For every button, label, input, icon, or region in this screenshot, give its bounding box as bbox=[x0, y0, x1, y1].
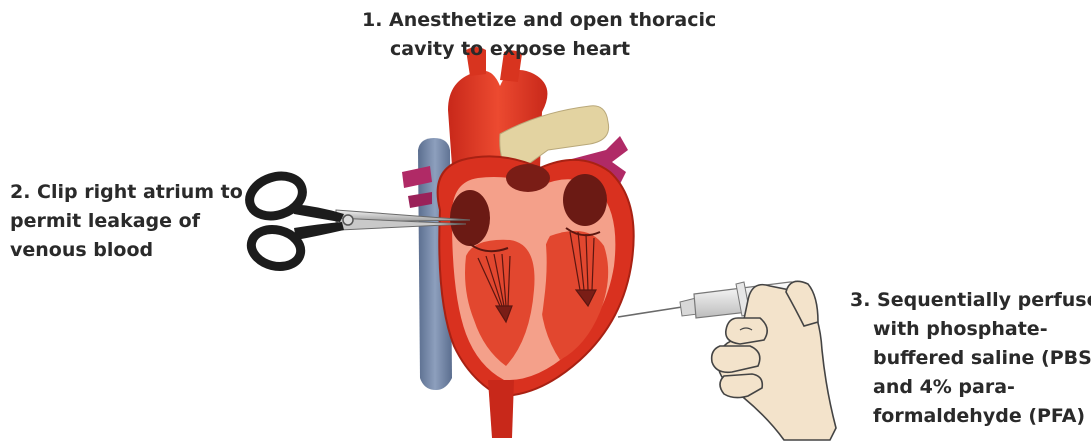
step-2-line: venous blood bbox=[10, 236, 243, 265]
step-3-line: 3. Sequentially perfuse bbox=[850, 286, 1091, 315]
right-atrium bbox=[450, 190, 490, 246]
scissors-pivot bbox=[343, 215, 353, 225]
step-3-line: buffered saline (PBS) bbox=[850, 344, 1091, 373]
step-1-line: cavity to expose heart bbox=[362, 35, 716, 64]
syringe-needle bbox=[618, 307, 682, 317]
step-3-line: formaldehyde (PFA) bbox=[850, 402, 1091, 431]
step-1-label: 1. Anesthetize and open thoracic cavity … bbox=[362, 6, 716, 64]
step-3-line: and 4% para- bbox=[850, 373, 1091, 402]
aortic-valve bbox=[506, 164, 550, 192]
step-2-line: 2. Clip right atrium to bbox=[10, 178, 243, 207]
heart-illustration bbox=[402, 47, 634, 438]
step-1-line: 1. Anesthetize and open thoracic bbox=[362, 6, 716, 35]
scissors-arm-lower bbox=[294, 222, 344, 240]
step-3-line: with phosphate- bbox=[850, 315, 1091, 344]
step-3-label: 3. Sequentially perfuse with phosphate- … bbox=[850, 286, 1091, 431]
left-atrium bbox=[563, 174, 607, 226]
step-2-line: permit leakage of bbox=[10, 207, 243, 236]
step-2-label: 2. Clip right atrium to permit leakage o… bbox=[10, 178, 243, 265]
hand-finger-1 bbox=[726, 318, 767, 344]
descending-aorta bbox=[488, 380, 514, 438]
